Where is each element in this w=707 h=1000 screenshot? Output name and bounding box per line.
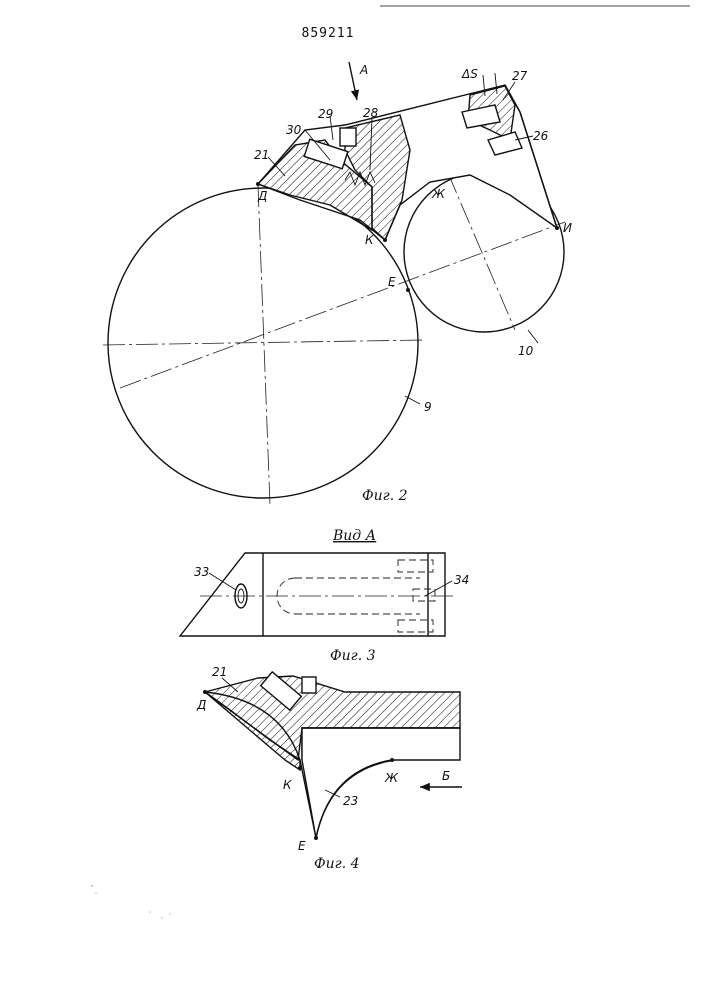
point-E <box>406 288 410 292</box>
point-K <box>383 238 387 242</box>
fig4-label-B: Б <box>442 769 450 783</box>
label-delta-s: ΔS <box>461 67 478 81</box>
label-33: 33 <box>194 565 209 579</box>
fig4-label-K: К <box>283 778 292 792</box>
label-27: 27 <box>512 69 528 83</box>
axis-big-vertical <box>258 185 270 505</box>
fig4-lower-block <box>302 728 460 838</box>
label-I: И <box>563 221 572 235</box>
fig4-label-D: Д <box>196 698 206 712</box>
label-30: 30 <box>286 123 302 137</box>
axis-centers <box>120 222 565 388</box>
point-D <box>256 182 260 186</box>
scan-specks <box>91 885 171 919</box>
view-a-bolt-mid <box>413 589 435 601</box>
screw-29 <box>340 128 356 146</box>
view-a-body <box>180 553 445 636</box>
label-Zh: Ж <box>431 187 446 201</box>
label-29: 29 <box>318 107 333 121</box>
figure-3: Вид А 33 34 Фиг. 3 <box>180 528 469 664</box>
label-34: 34 <box>454 573 469 587</box>
label-arrow-a: А <box>359 63 368 77</box>
leader-33 <box>209 573 236 590</box>
fig4-point-K <box>298 766 302 770</box>
fig4-point-Zh <box>390 758 394 762</box>
fig4-label-21: 21 <box>212 665 227 679</box>
leader-10 <box>528 330 538 343</box>
label-K: К <box>365 233 374 247</box>
leader-34 <box>425 581 452 596</box>
fig4-label-Zh: Ж <box>384 771 399 785</box>
figure-4: 21 Д К Е Ж 23 Б Фиг. 4 <box>196 665 462 872</box>
label-26: 26 <box>533 129 549 143</box>
fig4-point-D <box>203 690 207 694</box>
label-D: Д <box>257 189 267 203</box>
fig4-label-23: 23 <box>343 794 358 808</box>
point-I <box>555 226 559 230</box>
title-view-a: Вид А <box>332 528 376 544</box>
label-10: 10 <box>518 344 534 358</box>
figure-2: А ΔS 27 26 29 28 30 21 Д К Е Ж И 9 10 Фи… <box>103 62 572 505</box>
caption-fig-4: Фиг. 4 <box>314 856 360 872</box>
fig4-label-E: Е <box>298 839 306 853</box>
label-E: Е <box>388 275 396 289</box>
label-21: 21 <box>254 148 269 162</box>
caption-fig-2: Фиг. 2 <box>362 488 408 504</box>
label-9: 9 <box>424 400 432 414</box>
caption-fig-3: Фиг. 3 <box>330 648 376 664</box>
fig4-screw-head <box>302 677 316 693</box>
patent-number: 859211 <box>302 26 355 41</box>
view-a-arrow <box>349 62 357 100</box>
fig4-point-E <box>314 836 318 840</box>
label-28: 28 <box>363 106 379 120</box>
